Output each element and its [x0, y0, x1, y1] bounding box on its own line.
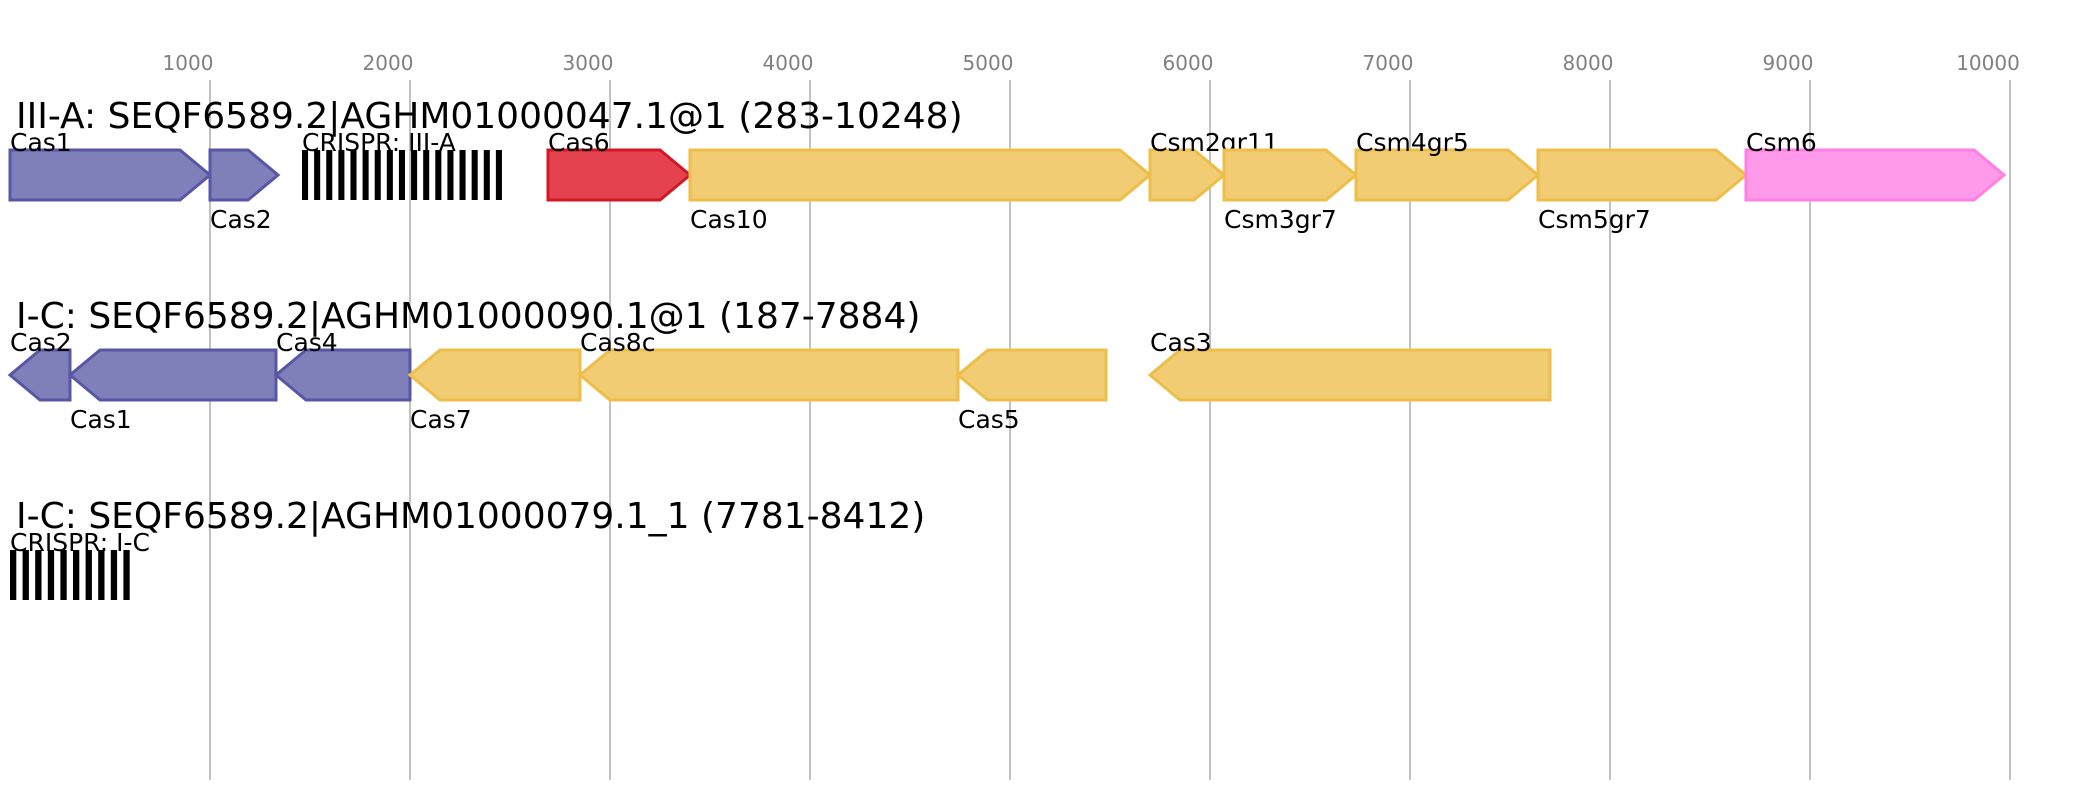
- crispr-repeat: [10, 550, 17, 600]
- gene-label: Cas10: [690, 205, 768, 234]
- gene-label: Cas2: [210, 205, 272, 234]
- crispr-array[interactable]: CRISPR: III-A: [302, 128, 502, 200]
- locus-row: I-C: SEQF6589.2|AGHM01000090.1@1 (187-78…: [7, 296, 1552, 434]
- crispr-repeat: [60, 550, 67, 600]
- gene-arrow[interactable]: [1536, 148, 1749, 202]
- axis-tick-labels: 1000 2000 3000 4000 5000 6000 7000 8000 9000 1000…: [163, 51, 2020, 75]
- locus-title: I-C: SEQF6589.2|AGHM01000079.1_1 (7781-8…: [16, 496, 925, 537]
- gene-label: Cas7: [410, 405, 472, 434]
- gene-arrow[interactable]: [273, 348, 412, 402]
- crispr-repeat: [302, 150, 309, 200]
- tick-label: 4000: [763, 51, 814, 75]
- crispr-repeat: [459, 150, 466, 200]
- tick-label: 5000: [963, 51, 1014, 75]
- crispr-repeat: [110, 550, 118, 600]
- gene-label: Cas6: [548, 128, 610, 157]
- crispr-repeat: [123, 550, 130, 600]
- crispr-repeat: [495, 150, 502, 200]
- gene-arrow[interactable]: [7, 348, 72, 402]
- tick-label: 7000: [1363, 51, 1414, 75]
- crispr-repeat: [423, 150, 430, 200]
- gene-label: Csm6: [1746, 128, 1817, 157]
- gene-cas2[interactable]: Cas2: [208, 148, 281, 234]
- crispr-repeat: [47, 550, 55, 600]
- tick-label: 3000: [563, 51, 614, 75]
- gene-arrow[interactable]: [8, 148, 213, 202]
- gene-label: Cas4: [276, 328, 338, 357]
- crispr-repeat: [398, 150, 405, 200]
- crispr-repeat: [98, 550, 105, 600]
- locus-title: I-C: SEQF6589.2|AGHM01000090.1@1 (187-78…: [16, 296, 920, 337]
- gene-cas1[interactable]: Cas1: [8, 128, 213, 202]
- gene-label: Cas2: [10, 328, 72, 357]
- crispr-array[interactable]: CRISPR: I-C: [10, 528, 150, 600]
- gene-arrow[interactable]: [1147, 348, 1552, 402]
- crispr-repeat: [326, 150, 333, 200]
- gene-arrow[interactable]: [407, 348, 582, 402]
- gene-arrow[interactable]: [577, 348, 960, 402]
- gene-arrow[interactable]: [1744, 148, 2007, 202]
- gene-cas1[interactable]: Cas1: [67, 348, 278, 434]
- gene-cas3[interactable]: Cas3: [1147, 328, 1552, 402]
- crispr-repeat: [386, 150, 393, 200]
- gene-label: Cas3: [1150, 328, 1212, 357]
- gene-label: Cas8c: [580, 328, 655, 357]
- gene-csm3gr7[interactable]: Csm3gr7: [1222, 148, 1359, 234]
- gene-arrow[interactable]: [208, 148, 281, 202]
- crispr-repeat: [411, 150, 418, 200]
- gene-csm5gr7[interactable]: Csm5gr7: [1536, 148, 1749, 234]
- crispr-repeat: [338, 150, 345, 200]
- gene-arrow[interactable]: [1354, 148, 1541, 202]
- gene-arrow[interactable]: [688, 148, 1153, 202]
- locus-row: III-A: SEQF6589.2|AGHM01000047.1@1 (283-…: [8, 96, 2007, 234]
- tick-label: 1000: [163, 51, 214, 75]
- crispr-label: CRISPR: III-A: [302, 128, 456, 157]
- crispr-repeat: [22, 550, 29, 600]
- gene-label: Csm4gr5: [1356, 128, 1469, 157]
- gene-arrow[interactable]: [1222, 148, 1359, 202]
- gene-cas10[interactable]: Cas10: [688, 148, 1153, 234]
- gene-label: Csm3gr7: [1224, 205, 1337, 234]
- gene-cas2[interactable]: Cas2: [7, 328, 72, 402]
- tick-label: 6000: [1163, 51, 1214, 75]
- crispr-repeat: [314, 150, 321, 200]
- loci: III-A: SEQF6589.2|AGHM01000047.1@1 (283-…: [7, 96, 2007, 600]
- tick-label: 10000: [1956, 51, 2020, 75]
- gene-arrow[interactable]: [1148, 148, 1227, 202]
- gene-cas6[interactable]: Cas6: [546, 128, 693, 202]
- tick-label: 2000: [363, 51, 414, 75]
- gene-cas5[interactable]: Cas5: [955, 348, 1108, 434]
- gene-arrow[interactable]: [67, 348, 278, 402]
- tick-label: 9000: [1763, 51, 1814, 75]
- crispr-repeat: [350, 150, 357, 200]
- gene-arrow[interactable]: [546, 148, 693, 202]
- gene-cas8c[interactable]: Cas8c: [577, 328, 960, 402]
- crispr-label: CRISPR: I-C: [10, 528, 150, 557]
- gene-arrow[interactable]: [955, 348, 1108, 402]
- crispr-repeat: [483, 150, 490, 200]
- crispr-repeat: [35, 550, 42, 600]
- gene-csm4gr5[interactable]: Csm4gr5: [1354, 128, 1541, 202]
- gene-label: Cas1: [70, 405, 132, 434]
- tick-label: 8000: [1563, 51, 1614, 75]
- gene-label: Cas1: [10, 128, 72, 157]
- gene-csm6[interactable]: Csm6: [1744, 128, 2007, 202]
- locus-row: I-C: SEQF6589.2|AGHM01000079.1_1 (7781-8…: [10, 496, 925, 600]
- gene-label: Cas5: [958, 405, 1020, 434]
- crispr-repeat: [73, 550, 80, 600]
- locus-title: III-A: SEQF6589.2|AGHM01000047.1@1 (283-…: [16, 96, 963, 137]
- crispr-repeat: [374, 150, 381, 200]
- gene-cas4[interactable]: Cas4: [273, 328, 412, 402]
- crispr-repeat: [435, 150, 442, 200]
- gene-label: Csm5gr7: [1538, 205, 1651, 234]
- crispr-repeat: [471, 150, 478, 200]
- gene-cas7[interactable]: Cas7: [407, 348, 582, 434]
- gene-csm2gr11[interactable]: Csm2gr11: [1148, 128, 1279, 202]
- crispr-repeat: [447, 150, 454, 200]
- crispr-repeat: [362, 150, 369, 200]
- crispr-repeat: [85, 550, 92, 600]
